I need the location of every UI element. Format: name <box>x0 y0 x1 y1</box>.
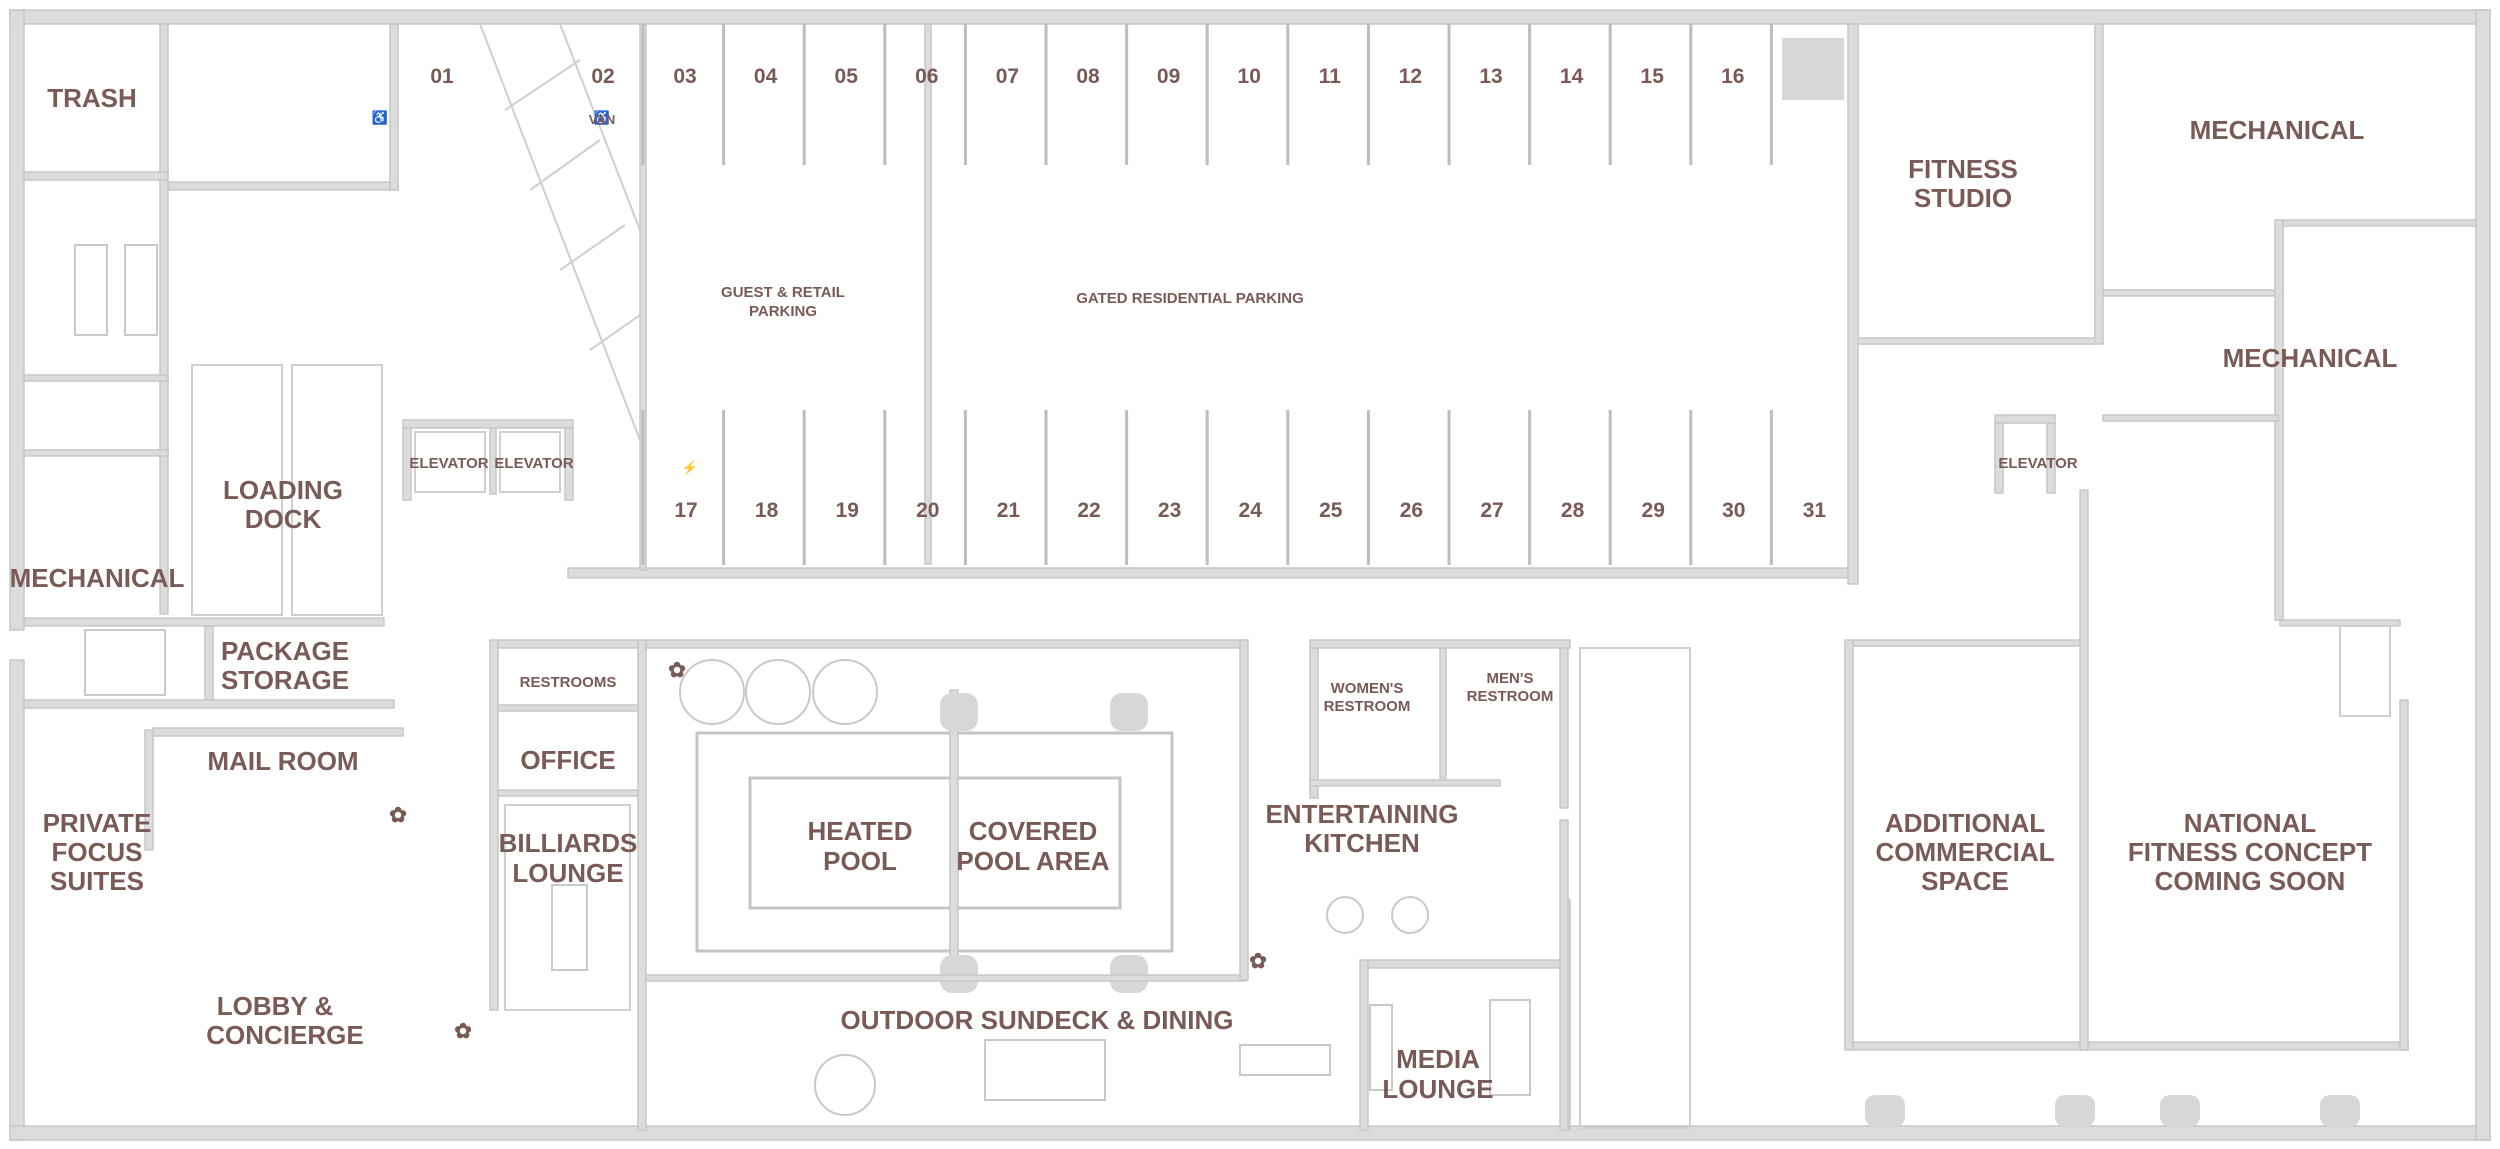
amenity-zone <box>489 639 1691 1131</box>
ev-charging-icon: ⚡ <box>682 460 698 476</box>
mens-restroom-label-2: RESTROOM <box>1467 688 1554 705</box>
stall-number: 09 <box>1157 65 1180 88</box>
stall-number: 12 <box>1399 65 1422 88</box>
service-zone <box>23 23 641 851</box>
stall-number: 29 <box>1642 499 1665 522</box>
loading-dock-label-1: LOADING <box>223 475 343 505</box>
plant-icon: ✿ <box>454 1020 472 1043</box>
gated-residential-parking-label: GATED RESIDENTIAL PARKING <box>1076 290 1304 307</box>
guest-retail-parking-label-2: PARKING <box>749 303 817 320</box>
ramp <box>479 23 641 441</box>
entertaining-kitchen-label-1: ENTERTAINING <box>1265 799 1458 829</box>
stall-number: 03 <box>673 65 696 88</box>
lobby-label-2: CONCIERGE <box>206 1020 363 1050</box>
entertaining-kitchen-label-2: KITCHEN <box>1304 828 1420 858</box>
additional-commercial-label-3: SPACE <box>1921 866 2009 896</box>
fitness-studio-label-1: FITNESS <box>1908 154 2018 184</box>
private-focus-label-1: PRIVATE <box>43 808 152 838</box>
office-label: OFFICE <box>520 745 615 775</box>
stall-numbers-bottom: 17 18 19 20 21 22 23 24 25 26 27 28 29 30 31 <box>674 499 1826 522</box>
stall-number: 26 <box>1400 499 1423 522</box>
stall-number: 07 <box>996 65 1019 88</box>
national-fitness-label-2: FITNESS CONCEPT <box>2128 837 2372 867</box>
stall-number: 04 <box>754 65 778 88</box>
heated-pool-label-2: POOL <box>823 846 897 876</box>
van-label: VAN <box>589 112 615 127</box>
plant-icon: ✿ <box>1249 950 1267 973</box>
womens-restroom-label-2: RESTROOM <box>1324 698 1411 715</box>
heated-pool-label-1: HEATED <box>808 816 913 846</box>
stall-number: 06 <box>915 65 938 88</box>
accessible-icon-01: ♿ <box>372 110 388 125</box>
restrooms-label: RESTROOMS <box>520 674 617 691</box>
private-focus-label-3: SUITES <box>50 866 144 896</box>
package-storage-label-1: PACKAGE <box>221 636 349 666</box>
loading-dock-label-2: DOCK <box>245 504 322 534</box>
accessible-icon-02: ♿ <box>594 110 610 125</box>
womens-restroom-label-1: WOMEN'S <box>1331 680 1404 697</box>
stall-number: 13 <box>1479 65 1502 88</box>
fitness-studio-label-2: STUDIO <box>1914 183 2012 213</box>
stall-number: 31 <box>1803 499 1827 522</box>
plant-icon: ✿ <box>389 804 407 827</box>
mail-room-label: MAIL ROOM <box>207 746 358 776</box>
additional-commercial-label-2: COMMERCIAL <box>1875 837 2054 867</box>
stall-number: 02 <box>591 65 614 88</box>
national-fitness-label-3: COMING SOON <box>2155 866 2346 896</box>
guest-retail-parking-label-1: GUEST & RETAIL <box>721 284 845 301</box>
plant-icon: ✿ <box>668 659 686 682</box>
stall-number: 22 <box>1077 499 1100 522</box>
elevator-label-3: ELEVATOR <box>1998 455 2077 472</box>
private-focus-label-2: FOCUS <box>52 837 143 867</box>
parking-area <box>639 23 1844 571</box>
stall-number: 01 <box>430 65 454 88</box>
stall-number: 16 <box>1721 65 1744 88</box>
stall-number: 15 <box>1641 65 1665 88</box>
stall-number: 11 <box>1319 65 1342 88</box>
elevator-label-1: ELEVATOR <box>409 455 488 472</box>
stall-number: 17 <box>674 499 697 522</box>
media-lounge-label-1: MEDIA <box>1396 1044 1480 1074</box>
lobby-label-1: LOBBY & <box>217 991 334 1021</box>
right-wing <box>1844 23 2477 1127</box>
additional-commercial-label-1: ADDITIONAL <box>1885 808 2045 838</box>
outer-walls <box>9 9 2491 1141</box>
media-lounge-label-2: LOUNGE <box>1382 1074 1493 1104</box>
stall-number: 10 <box>1238 65 1261 88</box>
stall-number: 20 <box>916 499 939 522</box>
billiards-label-1: BILLIARDS <box>499 828 638 858</box>
stall-numbers-top: 01 02 03 04 05 06 07 08 09 10 11 12 13 14 15 16 <box>430 65 1744 88</box>
stall-number: 23 <box>1158 499 1181 522</box>
mechanical-top-right-label: MECHANICAL <box>2190 115 2365 145</box>
stall-number: 27 <box>1480 499 1503 522</box>
stall-number: 21 <box>997 499 1021 522</box>
mechanical-left-label: MECHANICAL <box>10 563 185 593</box>
stall-number: 19 <box>836 499 859 522</box>
trash-label: TRASH <box>47 83 137 113</box>
covered-pool-label-2: POOL AREA <box>956 846 1109 876</box>
stall-number: 24 <box>1239 499 1263 522</box>
outdoor-sundeck-label: OUTDOOR SUNDECK & DINING <box>841 1005 1234 1035</box>
package-storage-label-2: STORAGE <box>221 665 349 695</box>
elevator-label-2: ELEVATOR <box>494 455 573 472</box>
stall-number: 08 <box>1076 65 1100 88</box>
mens-restroom-label-1: MEN'S <box>1487 670 1534 687</box>
stall-number: 30 <box>1722 499 1745 522</box>
stall-number: 25 <box>1319 499 1343 522</box>
national-fitness-label-1: NATIONAL <box>2184 808 2317 838</box>
stall-number: 05 <box>835 65 859 88</box>
stall-lines-bottom <box>641 410 1773 565</box>
stall-lines-top <box>641 24 1773 165</box>
stall-number: 18 <box>755 499 779 522</box>
billiards-label-2: LOUNGE <box>512 858 623 888</box>
stall-number: 14 <box>1560 65 1584 88</box>
stall-number: 28 <box>1561 499 1585 522</box>
mechanical-right-label: MECHANICAL <box>2223 343 2398 373</box>
covered-pool-label-1: COVERED <box>969 816 1098 846</box>
